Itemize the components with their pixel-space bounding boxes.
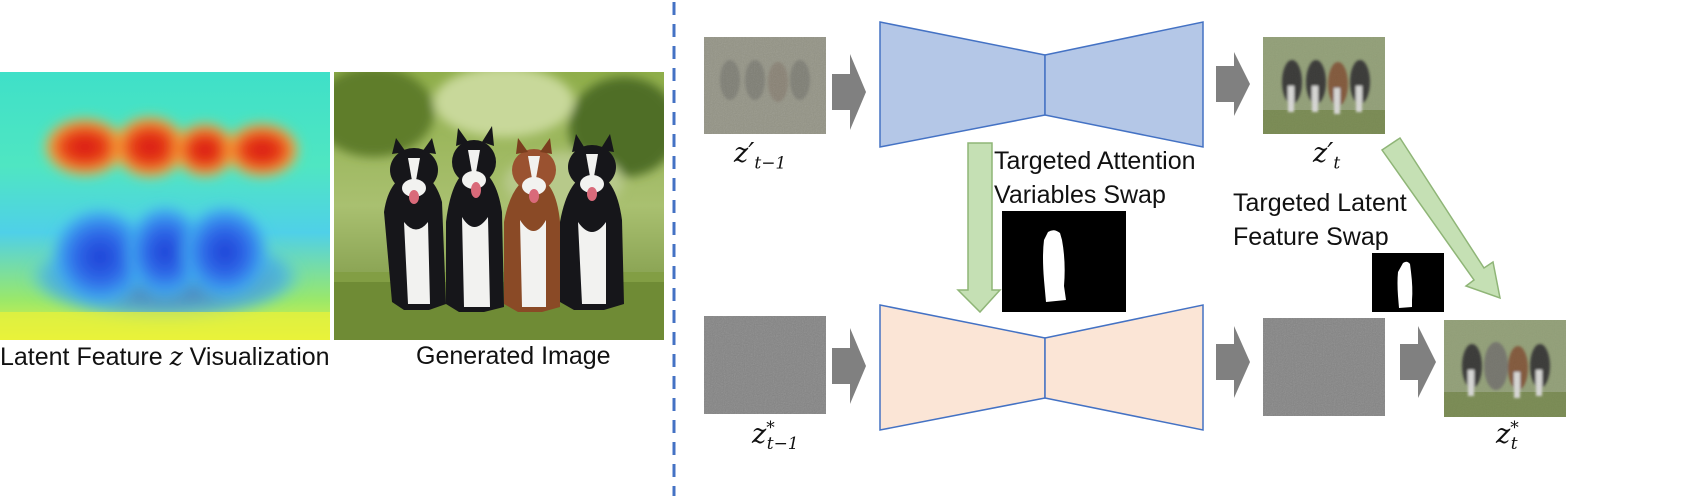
tile-z-prime-t-minus-1 <box>704 37 826 134</box>
unet-bottom-encoder <box>879 304 1046 431</box>
arrow-bottom-out <box>1216 326 1250 398</box>
attention-swap-arrow <box>956 142 1002 314</box>
tile-z-star-intermediate <box>1263 318 1385 416</box>
arrow-top-in <box>832 54 866 130</box>
unet-bottom-decoder <box>1044 304 1204 431</box>
dog-3 <box>504 138 560 312</box>
arrow-final <box>1400 326 1436 398</box>
attention-mask <box>1002 211 1126 312</box>
latent-swap-label: Targeted Latent Feature Swap <box>1233 189 1407 251</box>
generated-image-caption: Generated Image <box>416 342 611 370</box>
dog-4 <box>560 134 624 310</box>
dog-2 <box>446 126 504 312</box>
unet-top-decoder <box>1044 21 1204 148</box>
dog-1 <box>384 138 446 310</box>
label-z-star-t: z*t <box>1496 418 1519 455</box>
generated-image <box>334 72 664 340</box>
label-z-prime-t: z′t <box>1313 138 1341 174</box>
latent-swap-arrow <box>1380 136 1501 300</box>
arrow-bottom-in <box>832 328 866 404</box>
latent-heatmap <box>0 72 330 340</box>
attention-swap-label: Targeted Attention Variables Swap <box>994 147 1196 209</box>
tile-z-star-t-minus-1 <box>704 316 826 414</box>
tile-z-star-t <box>1444 320 1566 417</box>
arrow-top-out <box>1216 52 1250 116</box>
latent-mask <box>1372 253 1444 312</box>
tile-z-prime-t <box>1263 37 1385 134</box>
label-z-star-t-minus-1: z*t−1 <box>752 418 799 455</box>
label-z-prime-t-minus-1: z′t−1 <box>734 138 787 174</box>
panel-divider <box>672 2 676 496</box>
heatmap-caption: Latent Feature z Visualization <box>0 342 330 371</box>
unet-top-encoder <box>879 21 1046 148</box>
